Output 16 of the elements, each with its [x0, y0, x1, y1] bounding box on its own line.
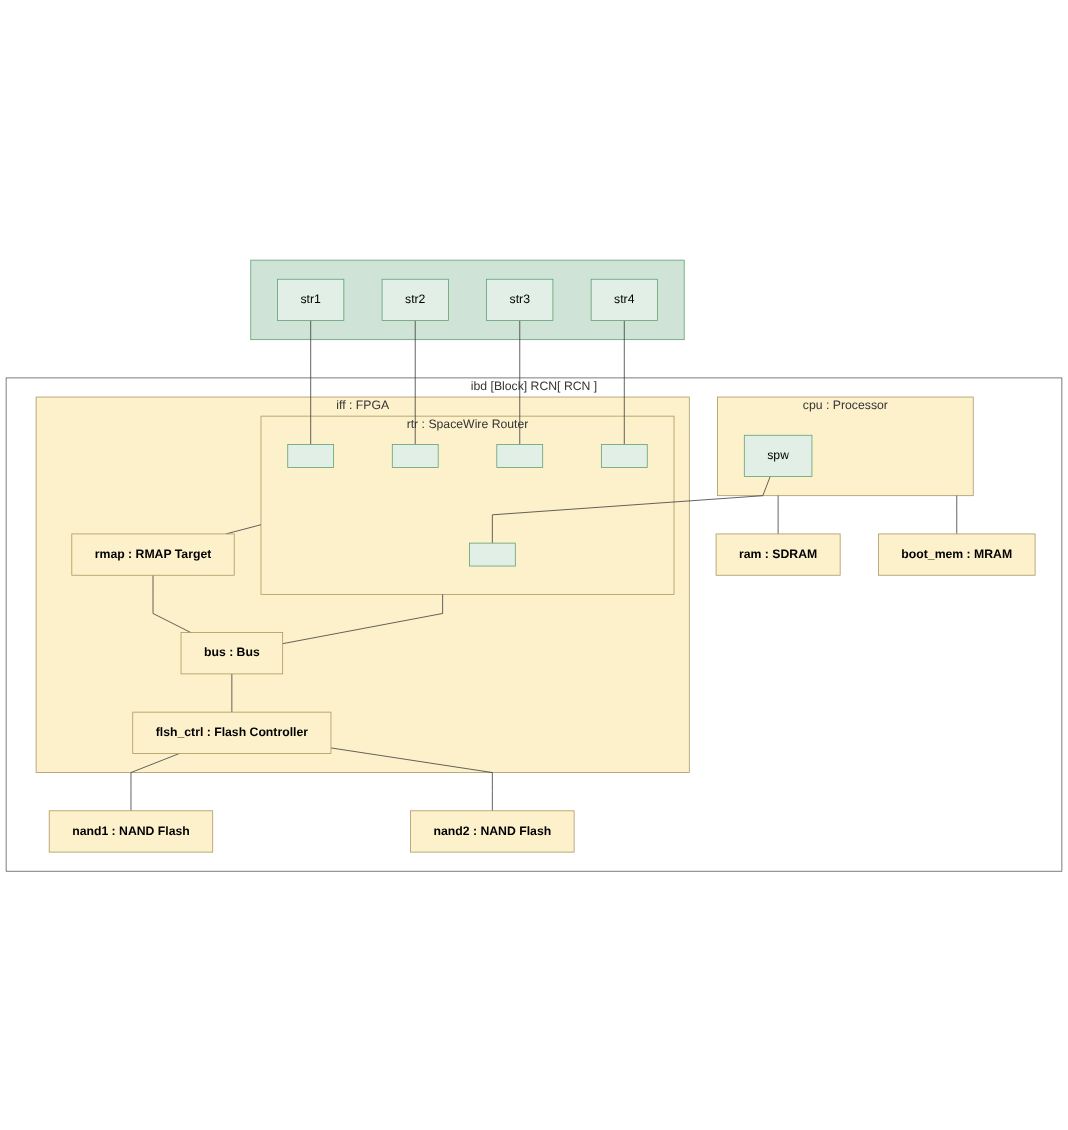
node-box	[287, 443, 334, 468]
connector	[282, 593, 443, 644]
connector	[519, 319, 521, 445]
node-box	[496, 443, 544, 468]
connector	[152, 574, 192, 633]
connector	[956, 494, 958, 534]
connector	[623, 319, 625, 445]
connector	[491, 475, 771, 543]
connector	[310, 319, 312, 445]
node-box	[469, 542, 516, 566]
connector	[414, 319, 416, 445]
node-box	[391, 443, 439, 468]
connector	[330, 746, 493, 811]
node-box	[600, 443, 648, 468]
cluster	[250, 259, 685, 340]
connector	[225, 523, 262, 534]
